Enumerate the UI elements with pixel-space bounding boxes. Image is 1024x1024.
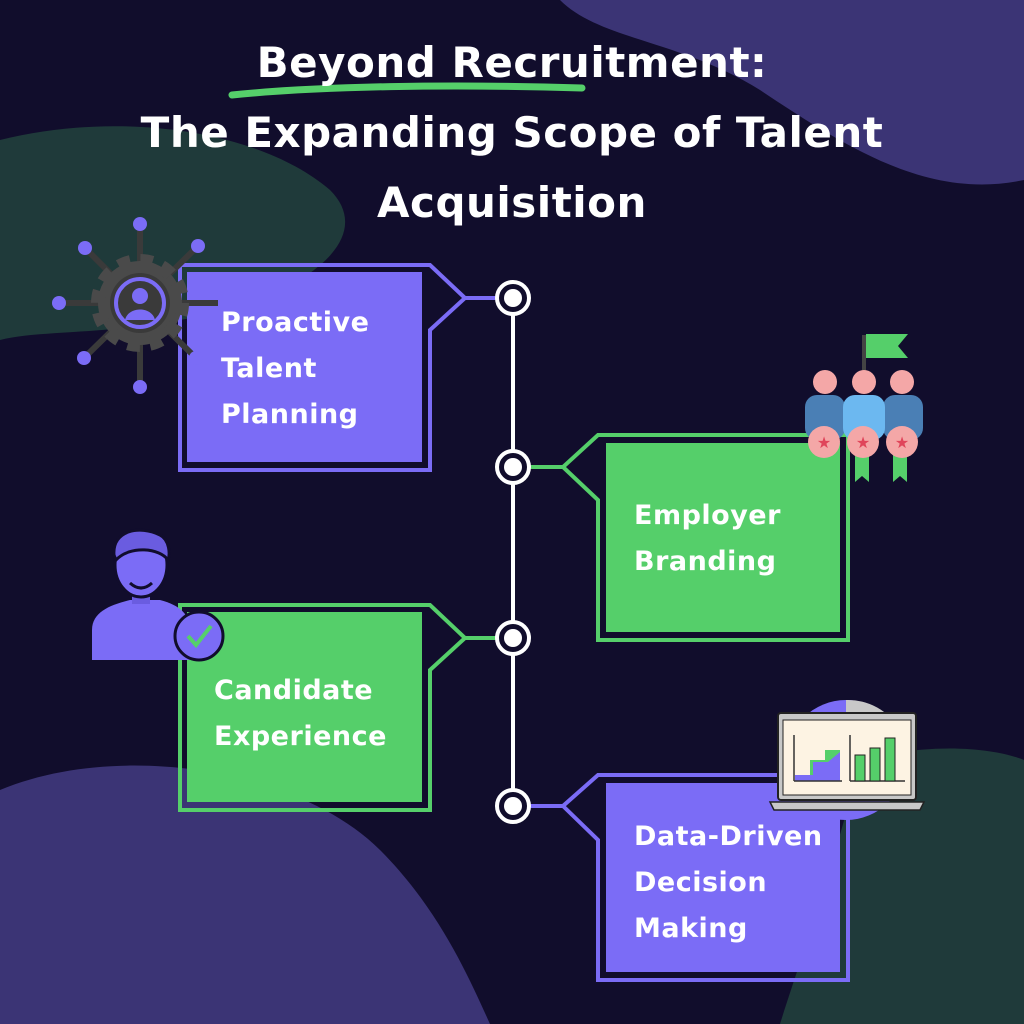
person-check-icon xyxy=(92,528,225,662)
team-flag-icon: ★ ★ ★ xyxy=(805,334,923,482)
bg-blob-top-right xyxy=(560,0,1024,185)
laptop-chart-icon xyxy=(768,699,926,820)
label-line: Candidate xyxy=(214,675,374,706)
label-line: Experience xyxy=(214,721,387,752)
step-card-employer-branding xyxy=(526,433,850,642)
svg-text:★: ★ xyxy=(817,433,831,452)
title-line-2: The Expanding Scope of Talent xyxy=(140,108,884,157)
label-line: Talent xyxy=(221,353,317,384)
gear-person-icon xyxy=(52,217,218,394)
bg-blob-bottom-left xyxy=(0,765,490,1024)
label-line: Planning xyxy=(221,399,359,430)
step-label-employer-branding: Employer Branding xyxy=(634,493,781,585)
bg-blob-bottom-right xyxy=(780,748,1024,1024)
timeline-node xyxy=(495,280,531,316)
label-line: Decision xyxy=(634,867,768,898)
title-line-3: Acquisition xyxy=(377,178,647,227)
step-label-proactive-talent-planning: Proactive Talent Planning xyxy=(221,300,369,438)
title-underline xyxy=(228,82,586,99)
timeline-node xyxy=(495,788,531,824)
label-line: Proactive xyxy=(221,307,370,338)
svg-text:★: ★ xyxy=(895,433,909,452)
step-card-data-driven-decision-making xyxy=(526,773,850,982)
svg-text:★: ★ xyxy=(856,433,870,452)
step-label-data-driven-decision-making: Data-Driven Decision Making xyxy=(634,814,823,952)
timeline-node xyxy=(495,449,531,485)
label-line: Branding xyxy=(634,546,777,577)
label-line: Data-Driven xyxy=(634,821,823,852)
title-line-1: Beyond Recruitment: xyxy=(256,38,768,87)
step-card-proactive-talent-planning xyxy=(178,263,500,472)
timeline-node xyxy=(495,620,531,656)
step-card-candidate-experience xyxy=(178,603,500,812)
step-label-candidate-experience: Candidate Experience xyxy=(214,668,387,760)
label-line: Making xyxy=(634,913,748,944)
label-line: Employer xyxy=(634,500,781,531)
